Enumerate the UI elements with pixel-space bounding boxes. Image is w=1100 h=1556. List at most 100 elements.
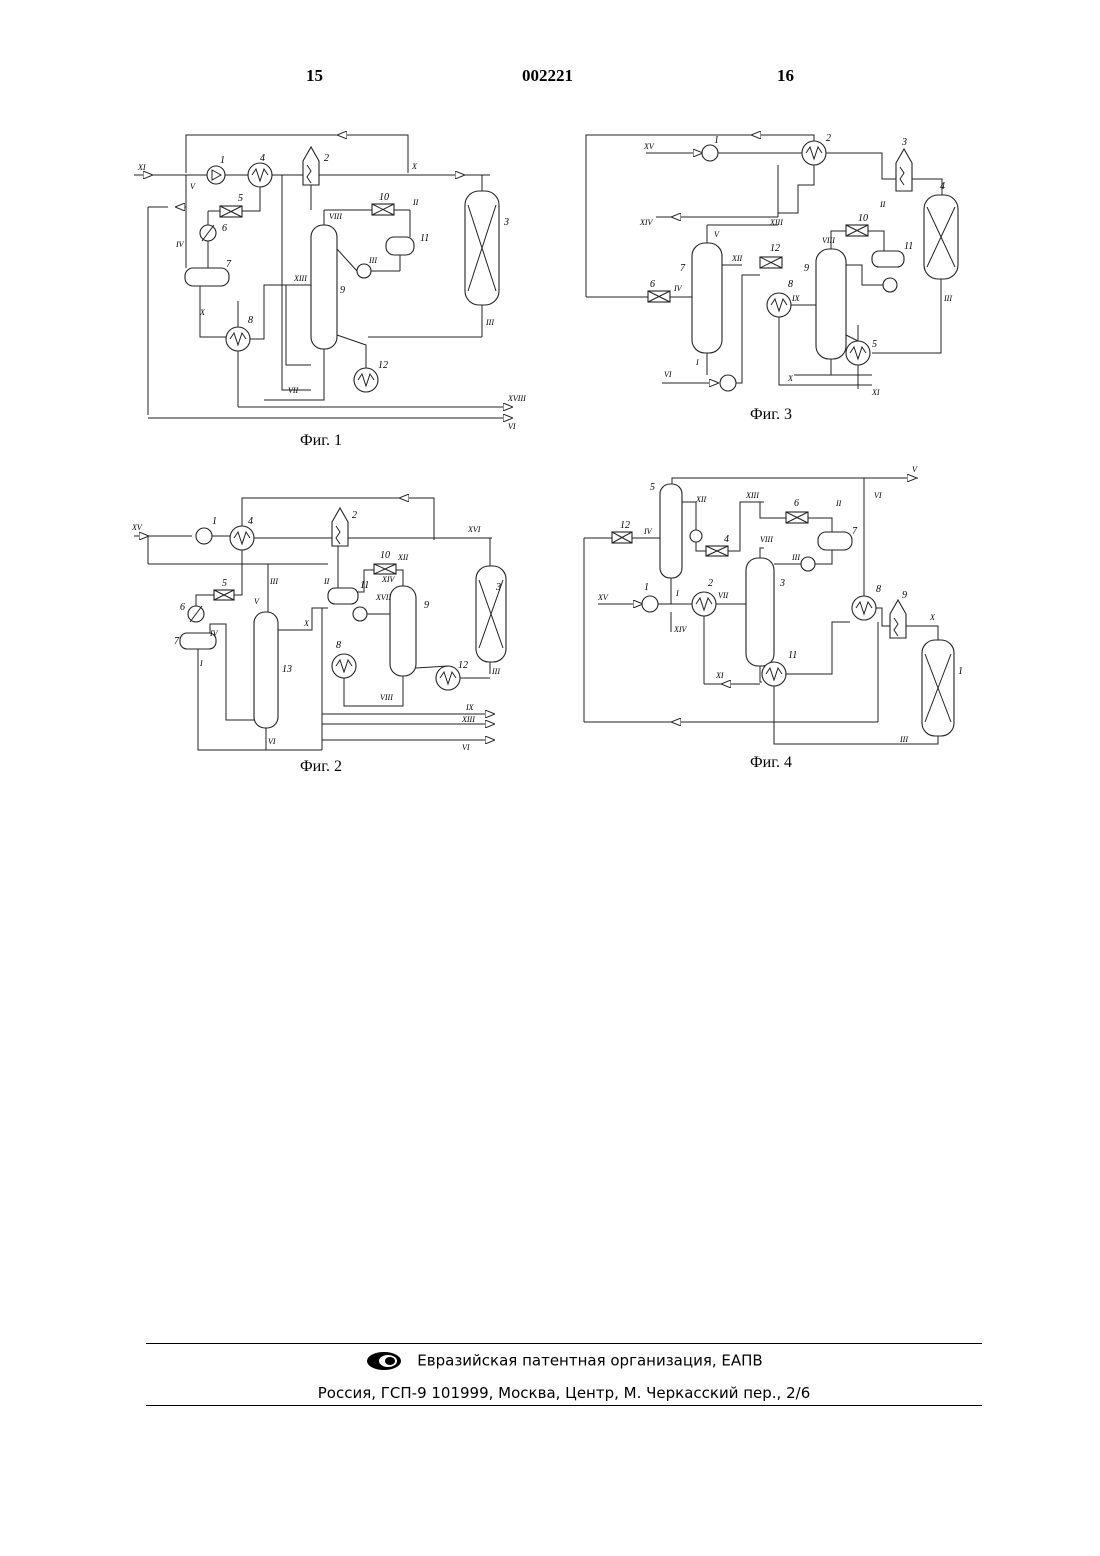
column-5 [660,484,682,578]
svg-text:6: 6 [794,498,799,509]
svg-text:12: 12 [620,520,630,531]
svg-text:IV: IV [673,284,683,293]
svg-text:12: 12 [458,660,468,671]
furnace-2 [303,147,319,185]
svg-text:8: 8 [876,584,881,595]
svg-text:7: 7 [852,526,858,537]
column-9 [816,249,846,359]
figure-4-diagram: 512 346 789 101112 VVIXIII IIXIIIV VIIII… [582,462,962,750]
column-9 [311,225,337,349]
heat-exchanger-8 [226,327,250,351]
figure-4-caption: Фиг. 4 [750,754,792,772]
svg-text:V: V [190,182,196,191]
heat-exchanger-5 [846,341,870,365]
svg-text:XIII: XIII [293,274,307,283]
svg-text:VI: VI [664,370,672,379]
svg-text:V: V [912,465,918,474]
svg-text:VIII: VIII [380,693,393,702]
patent-number: 002221 [522,66,573,86]
svg-text:IX: IX [465,703,475,712]
heat-exchanger-2 [802,141,826,165]
figure-1-diagram: 142 356 789 101112 XIVIV XXII VIIIIIIXII… [128,125,528,435]
svg-text:VIII: VIII [760,535,773,544]
pump-6 [720,375,736,391]
svg-text:7: 7 [226,259,232,270]
svg-text:II: II [879,200,886,209]
svg-text:2: 2 [352,510,357,521]
svg-text:12: 12 [770,243,780,254]
svg-text:II: II [323,577,330,586]
svg-text:I: I [695,358,699,367]
svg-text:6: 6 [222,223,227,234]
svg-text:3: 3 [503,217,509,228]
svg-text:X: X [787,374,794,383]
svg-text:I: I [199,659,203,668]
svg-text:4: 4 [248,516,253,527]
svg-text:9: 9 [424,600,429,611]
pump-11 [357,264,371,278]
svg-text:VII: VII [288,386,299,395]
svg-text:VI: VI [874,491,882,500]
svg-text:8: 8 [788,279,793,290]
pump-11 [353,607,367,621]
svg-text:3: 3 [901,137,907,148]
svg-text:XI: XI [137,163,146,172]
svg-text:10: 10 [379,192,389,203]
svg-text:I: I [675,589,679,598]
footer-organization: Евразийская патентная организация, ЕАПВ [146,1350,982,1372]
svg-text:11: 11 [904,241,913,252]
svg-text:XII: XII [731,254,743,263]
figure-2-caption: Фиг. 2 [300,758,342,776]
svg-text:III: III [899,735,908,744]
svg-text:4: 4 [940,181,945,192]
svg-text:X: X [199,308,206,317]
figure-1-caption: Фиг. 1 [300,432,342,450]
svg-text:VII: VII [718,591,729,600]
column-13 [254,612,278,728]
svg-text:9: 9 [902,590,907,601]
pump-4 [690,530,702,542]
svg-text:5: 5 [222,578,227,589]
svg-text:7: 7 [680,263,686,274]
svg-text:8: 8 [336,640,341,651]
svg-text:XI: XI [715,671,724,680]
svg-text:VIII: VIII [822,236,835,245]
furnace-9 [890,600,906,638]
svg-text:III: III [485,318,494,327]
svg-text:IV: IV [643,527,653,536]
svg-text:XIV: XIV [673,625,688,634]
heat-exchanger-4 [230,526,254,550]
svg-text:XIII: XIII [769,218,783,227]
svg-text:XIV: XIV [639,218,654,227]
pump-1 [207,166,225,184]
reboiler-11 [762,662,786,686]
svg-text:X: X [929,613,936,622]
svg-text:III: III [491,667,500,676]
svg-text:5: 5 [872,339,877,350]
figure-3-diagram: 123 467 8910 11125 XVIIXIV XIIIVIV XIIVI… [582,125,962,415]
svg-text:V: V [254,597,260,606]
footer-bottom-rule [146,1405,982,1406]
svg-text:IX: IX [791,294,801,303]
pump-1 [642,596,658,612]
separator-7 [818,532,852,550]
svg-text:10: 10 [958,666,962,677]
svg-text:XII: XII [695,495,707,504]
pump-1 [702,145,718,161]
svg-text:2: 2 [826,133,831,144]
svg-text:XV: XV [597,593,609,602]
svg-text:1: 1 [220,155,225,166]
heat-exchanger-4 [248,163,272,187]
svg-text:II: II [412,198,419,207]
svg-text:13: 13 [282,664,292,675]
furnace-2 [332,508,348,546]
column-3 [746,558,774,666]
svg-text:6: 6 [650,279,655,290]
svg-text:7: 7 [174,636,180,647]
svg-text:1: 1 [644,582,649,593]
svg-text:3: 3 [779,578,785,589]
svg-text:XIV: XIV [381,575,396,584]
svg-text:XVI: XVI [467,525,481,534]
svg-text:10: 10 [858,213,868,224]
svg-text:III: III [943,294,952,303]
